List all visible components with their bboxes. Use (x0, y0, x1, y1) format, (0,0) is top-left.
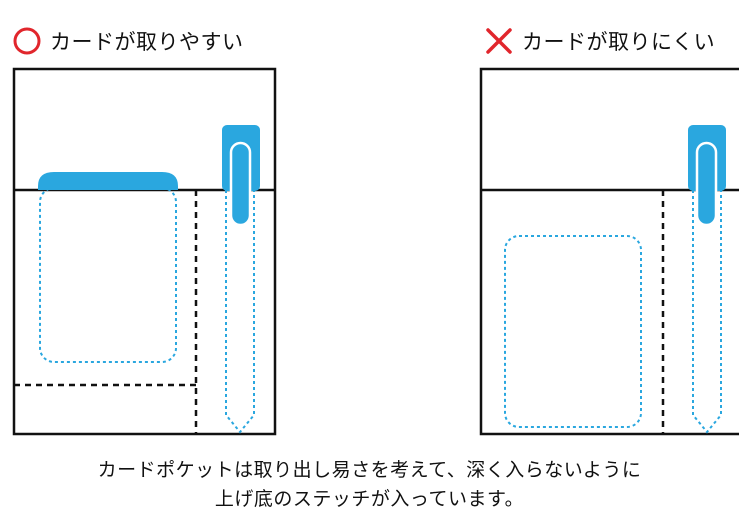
cross-icon (486, 28, 512, 54)
good-pocket-illustration (12, 67, 277, 436)
circle-icon (13, 27, 41, 55)
good-heading: カードが取りやすい (12, 26, 244, 56)
bad-pen-outline (692, 190, 722, 434)
good-pocket-outline (12, 67, 277, 436)
bad-heading: カードが取りにくい (484, 26, 715, 56)
good-heading-text: カードが取りやすい (50, 30, 244, 54)
bad-card-outline (504, 235, 642, 428)
bad-pen-clip (695, 141, 718, 227)
caption-line-1: カードポケットは取り出し易さを考えて、深く入らないように (97, 459, 642, 481)
bad-heading-text: カードが取りにくい (522, 30, 716, 54)
good-card-outline (39, 187, 177, 363)
good-pen-outline (225, 190, 255, 434)
bad-pocket-outline (479, 67, 739, 436)
caption-line-2: 上げ底のステッチが入っています。 (214, 488, 525, 510)
good-pen-clip (229, 141, 252, 227)
good-card-top (38, 172, 178, 190)
bad-pocket-illustration (479, 67, 739, 436)
